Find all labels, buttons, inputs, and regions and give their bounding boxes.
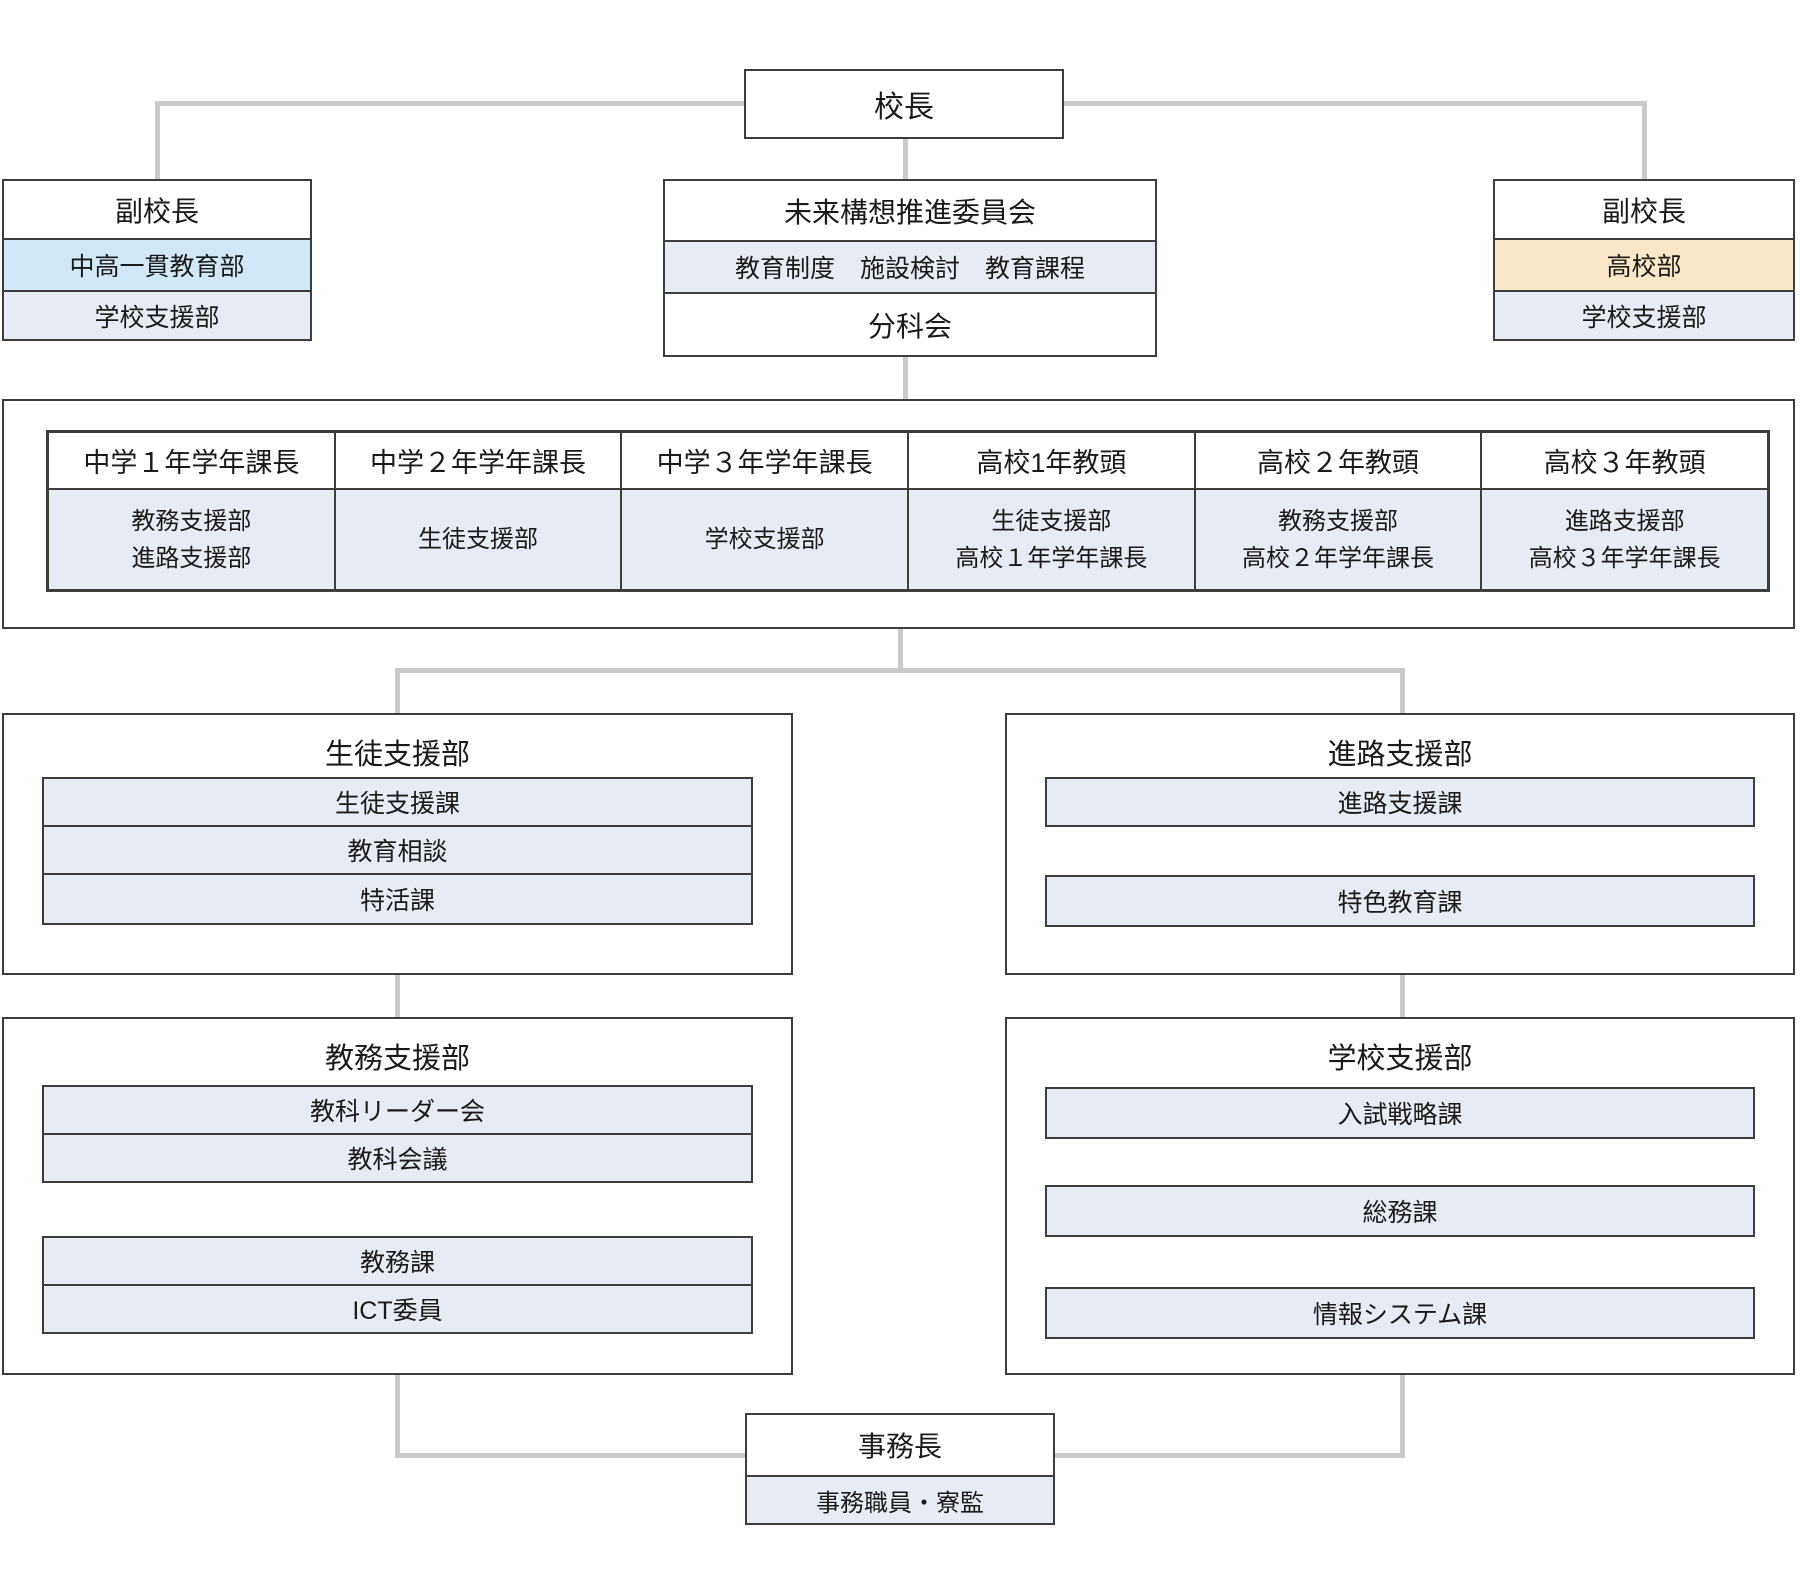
career-support-section: 特色教育課 [1045,875,1755,927]
grade-column-depts: 生徒支援部 [333,490,621,589]
vice-principal-left-title: 副校長 [114,195,199,227]
school-support-dept-right-top: 学校支援部 [1495,290,1793,339]
connector-principal-to-committee [903,139,908,181]
connector-table-to-branch [898,629,903,673]
connector-left-bottom-vertical [395,1373,400,1458]
vice-principal-right-box: 副校長 高校部 学校支援部 [1493,179,1795,341]
grade-column-depts: 教務支援部 高校２年学年課長 [1193,490,1481,589]
academic-support-section: 教科会議 [42,1133,753,1183]
connector-right-bottom-horizontal [1053,1453,1405,1458]
grade-leaders-table: 中学１年学年課長 中学２年学年課長 中学３年学年課長 高校1年教頭 高校２年教頭… [46,430,1770,592]
school-support-box: 学校支援部 入試戦略課 総務課 情報システム課 [1005,1017,1795,1375]
connector-left-bottom-horizontal [395,1453,747,1458]
career-support-section: 進路支援課 [1045,777,1755,827]
future-committee-topics: 教育制度 施設検討 教育課程 [665,240,1155,292]
grade-column-depts: 学校支援部 [620,490,907,589]
grade-column-header: 高校３年教頭 [1480,433,1767,488]
school-support-title: 学校支援部 [1327,1043,1473,1075]
career-support-box: 進路支援部 進路支援課 特色教育課 [1005,713,1795,975]
vice-principal-left-box: 副校長 中高一貫教育部 学校支援部 [2,179,312,341]
student-support-rows: 生徒支援課 教育相談 特活課 [42,777,753,925]
academic-support-section: ICT委員 [42,1284,753,1334]
principal-box: 校長 [744,69,1064,139]
principal-title: 校長 [874,91,934,124]
grade-column-header: 中学１年学年課長 [83,448,300,478]
office-manager-title: 事務長 [857,1431,942,1462]
grade-column-header: 中学３年学年課長 [620,433,907,488]
school-support-section: 情報システム課 [1045,1287,1755,1339]
academic-support-title: 教務支援部 [324,1043,470,1075]
connector-committee-to-table [903,355,908,401]
office-staff-row: 事務職員・寮監 [747,1475,1053,1523]
connector-branch-left-vertical [395,668,400,715]
connector-top-left-horizontal [155,101,746,106]
student-support-section: 生徒支援課 [42,777,753,827]
school-support-dept-left-top: 学校支援部 [4,290,310,339]
subcommittee-label: 分科会 [665,292,1155,355]
school-support-section: 入試戦略課 [1045,1087,1755,1139]
connector-left-mid-vertical [395,973,400,1019]
connector-right-bottom-vertical [1400,1373,1405,1458]
school-support-section: 総務課 [1045,1185,1755,1237]
junior-senior-education-dept: 中高一貫教育部 [4,238,310,290]
high-school-dept: 高校部 [1495,238,1793,290]
future-committee-box: 未来構想推進委員会 教育制度 施設検討 教育課程 分科会 [663,179,1157,357]
student-support-section: 特活課 [42,873,753,925]
connector-branch-right-vertical [1400,668,1405,715]
academic-support-rows-upper: 教科リーダー会 教科会議 [42,1085,753,1183]
grade-column-header: 高校２年教頭 [1193,433,1481,488]
student-support-section: 教育相談 [42,825,753,875]
academic-support-rows-lower: 教務課 ICT委員 [42,1236,753,1334]
academic-support-section: 教務課 [42,1236,753,1286]
grade-table-body-row: 教務支援部 進路支援部 生徒支援部 学校支援部 生徒支援部 高校１年学年課長 教… [49,490,1767,589]
connector-top-right-vertical [1642,101,1647,181]
grade-table-header-row: 中学１年学年課長 中学２年学年課長 中学３年学年課長 高校1年教頭 高校２年教頭… [49,433,1767,490]
student-support-title: 生徒支援部 [324,739,470,771]
vice-principal-right-title: 副校長 [1601,195,1686,227]
future-committee-title: 未来構想推進委員会 [783,196,1036,228]
career-support-title: 進路支援部 [1327,739,1473,771]
student-support-box: 生徒支援部 生徒支援課 教育相談 特活課 [2,713,793,975]
grade-column-depts: 教務支援部 進路支援部 [131,507,252,572]
grade-column-depts: 進路支援部 高校３年学年課長 [1480,490,1767,589]
academic-support-section: 教科リーダー会 [42,1085,753,1135]
grade-column-depts: 生徒支援部 高校１年学年課長 [907,490,1194,589]
office-manager-box: 事務長 事務職員・寮監 [745,1413,1055,1525]
grade-column-header: 高校1年教頭 [907,433,1194,488]
grade-column-header: 中学２年学年課長 [333,433,621,488]
connector-branch-horizontal [395,668,1405,673]
connector-top-right-horizontal [1062,101,1647,106]
academic-support-box: 教務支援部 教科リーダー会 教科会議 教務課 ICT委員 [2,1017,793,1375]
connector-right-mid-vertical [1400,973,1405,1019]
connector-top-left-vertical [155,101,160,181]
